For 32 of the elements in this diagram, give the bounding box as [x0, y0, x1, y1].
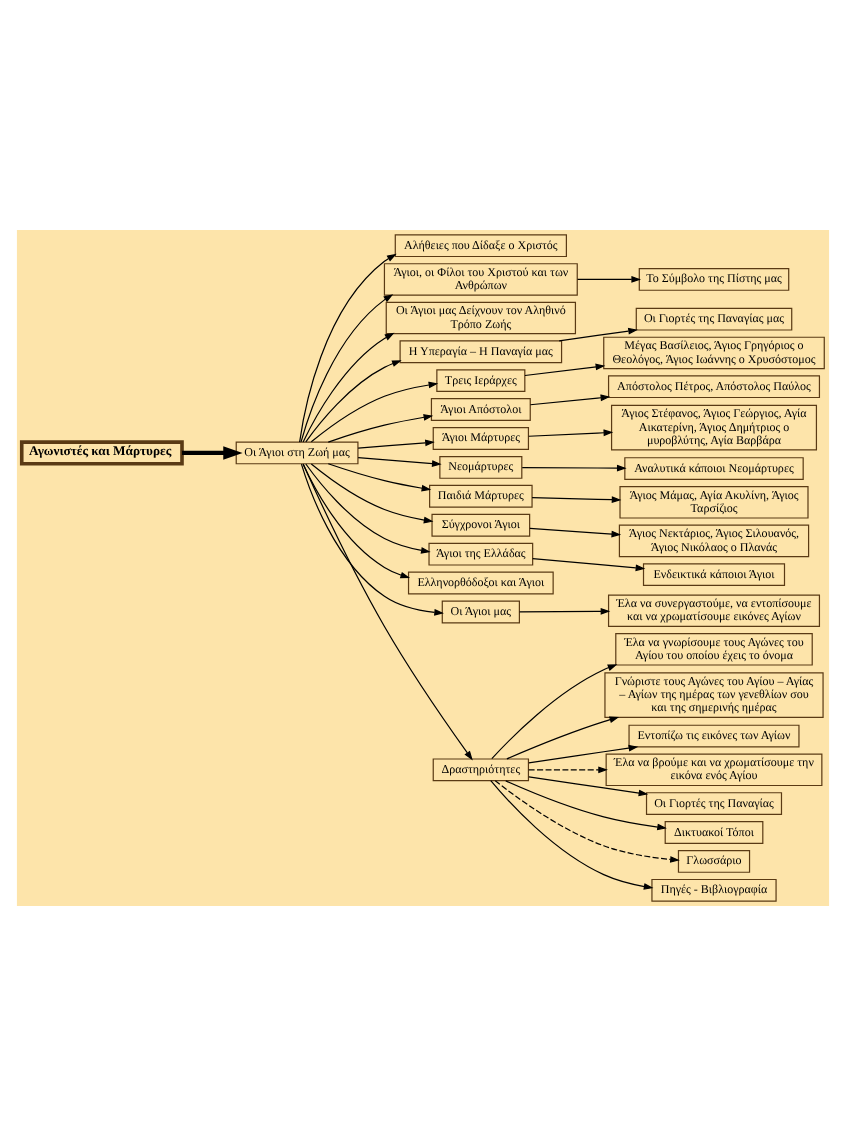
arrow [302, 462, 473, 760]
arrow [521, 463, 627, 471]
arrow [528, 775, 649, 796]
arrow [327, 413, 434, 442]
arrow [531, 495, 622, 503]
arrow [357, 438, 435, 448]
arrow [327, 462, 432, 491]
arrow [494, 779, 680, 862]
arrow [528, 765, 608, 773]
arrow [505, 779, 667, 830]
arrow [182, 445, 243, 459]
arrow [299, 252, 397, 442]
arrow [532, 557, 646, 571]
arrow [302, 331, 395, 442]
arrow [528, 743, 639, 763]
arrow [528, 428, 614, 436]
arrow [300, 462, 444, 615]
arrow [519, 607, 611, 614]
arrow [491, 663, 618, 759]
arrow [305, 359, 402, 442]
arrow [558, 326, 638, 341]
arrow [310, 380, 439, 442]
arrow [529, 526, 622, 537]
arrow [529, 393, 611, 405]
arrow [305, 462, 431, 553]
arrow [300, 293, 394, 442]
arrow [576, 275, 641, 282]
arrow [357, 456, 442, 466]
arrow [310, 462, 434, 523]
arrow [524, 362, 606, 376]
arrow [490, 779, 654, 889]
arrow [506, 715, 620, 759]
